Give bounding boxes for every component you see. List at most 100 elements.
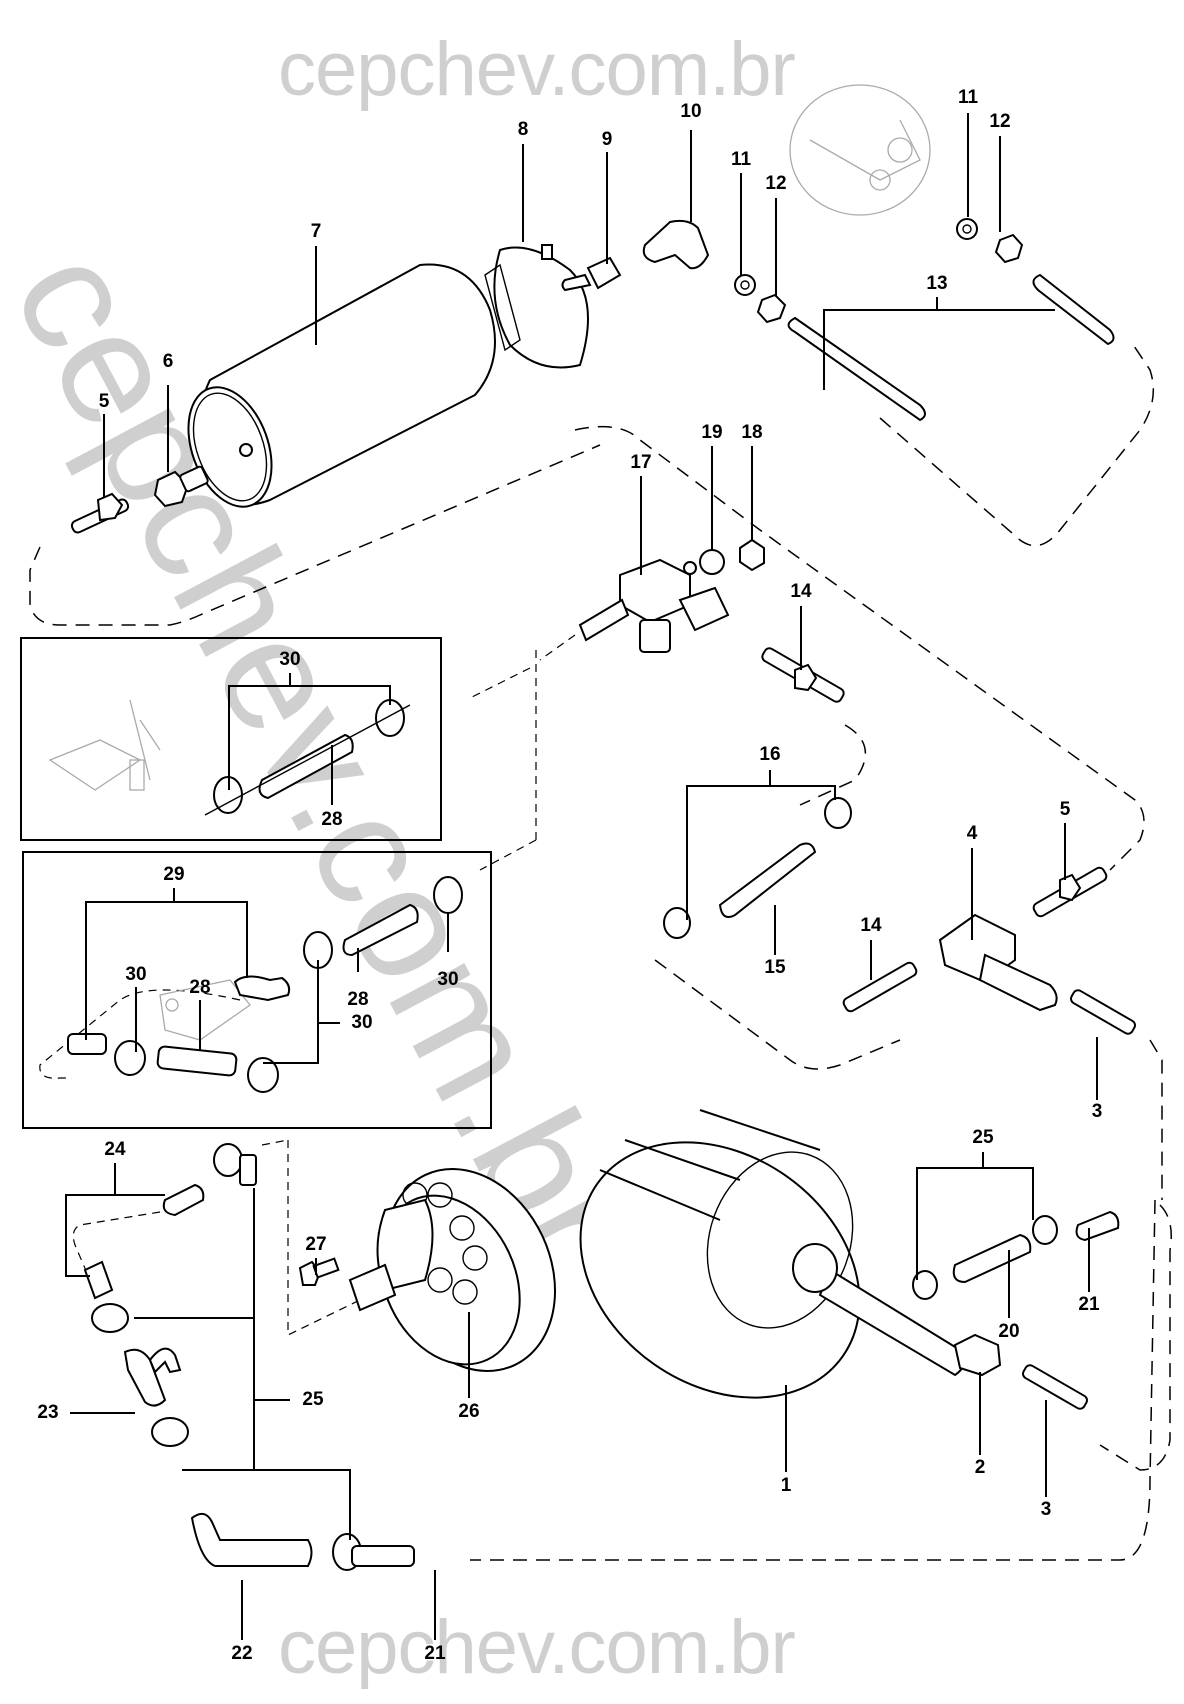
- callout-21: 21: [1078, 1294, 1100, 1315]
- callout-14: 14: [860, 915, 882, 936]
- callout-13: 13: [926, 273, 948, 294]
- callout-4: 4: [966, 823, 978, 844]
- callout-22: 22: [231, 1643, 253, 1664]
- part-12-nut[interactable]: [756, 293, 787, 324]
- axis-line: [204, 704, 411, 816]
- callout-30: 30: [351, 1012, 373, 1033]
- part-11-washer[interactable]: [956, 218, 978, 240]
- part-21-hose-bottom[interactable]: [351, 1545, 415, 1567]
- part-17-tee-fitting[interactable]: [578, 558, 730, 653]
- part-5-connector-right[interactable]: [1032, 866, 1108, 918]
- part-3-connector-upper[interactable]: [1069, 988, 1137, 1035]
- part-28-hose[interactable]: [156, 1045, 238, 1077]
- part-18-nut[interactable]: [739, 538, 765, 572]
- callout-30: 30: [279, 649, 301, 670]
- part-14-connector-lower[interactable]: [842, 961, 918, 1013]
- route-15-4: [654, 959, 901, 1070]
- callout-28: 28: [347, 989, 369, 1010]
- callout-9: 9: [601, 129, 613, 150]
- callout-2: 2: [974, 1457, 986, 1478]
- callout-21: 21: [424, 1643, 446, 1664]
- part-25-clamp-mid[interactable]: [91, 1303, 362, 1571]
- part-10-elbow[interactable]: [642, 219, 710, 270]
- callout-7: 7: [310, 221, 322, 242]
- part-26-vacuum-pump[interactable]: [348, 1141, 587, 1399]
- part-30-clamp[interactable]: [375, 699, 405, 737]
- part-7-vacuum-reservoir[interactable]: [173, 263, 496, 519]
- callout-12: 12: [765, 173, 787, 194]
- route-13-loop: [879, 339, 1155, 547]
- callout-6: 6: [162, 351, 174, 372]
- part-22-elbow-hose[interactable]: [190, 1512, 313, 1567]
- route-21-3: [1099, 1204, 1172, 1471]
- part-8-bracket[interactable]: [484, 244, 589, 369]
- callout-18: 18: [741, 422, 763, 443]
- route-3-right: [1149, 1039, 1163, 1200]
- callout-16: 16: [759, 744, 781, 765]
- part-5-connector[interactable]: [70, 492, 130, 534]
- part-12-nut[interactable]: [994, 233, 1024, 264]
- part-11-washer[interactable]: [734, 274, 756, 296]
- leader-lines: [65, 113, 1098, 1640]
- part-19-washer[interactable]: [699, 549, 725, 575]
- callout-11: 11: [730, 149, 752, 170]
- callout-14: 14: [790, 581, 812, 602]
- callout-23: 23: [37, 1402, 59, 1423]
- callout-19: 19: [701, 422, 723, 443]
- part-30-clamp[interactable]: [433, 876, 463, 914]
- part-4-tee-fitting[interactable]: [938, 913, 1058, 1012]
- callout-25: 25: [302, 1389, 324, 1410]
- inset-lower-parts: [67, 876, 463, 1093]
- route-5-left: [29, 444, 601, 626]
- part-9-union[interactable]: [561, 256, 622, 292]
- washer-hole: [962, 224, 972, 234]
- callout-30: 30: [125, 964, 147, 985]
- part-30-clamp[interactable]: [247, 1057, 279, 1093]
- callout-24: 24: [104, 1139, 126, 1160]
- part-14-connector[interactable]: [761, 646, 846, 703]
- part-6-adapter[interactable]: [153, 465, 209, 508]
- part-25-clamp[interactable]: [912, 1215, 1058, 1300]
- callout-25: 25: [972, 1127, 994, 1148]
- route-24: [72, 1211, 161, 1281]
- part-27-bolt[interactable]: [298, 1257, 340, 1286]
- part-30-clamp[interactable]: [114, 1040, 146, 1076]
- part-24-hose[interactable]: [83, 1183, 205, 1300]
- callout-20: 20: [998, 1321, 1020, 1342]
- callout-5: 5: [98, 391, 110, 412]
- part-13-hose[interactable]: [787, 273, 1115, 422]
- route-inset-lower: [479, 839, 537, 871]
- callout-12: 12: [989, 111, 1011, 132]
- callout-1: 1: [780, 1475, 792, 1496]
- part-16-clamp[interactable]: [663, 797, 852, 939]
- part-28-hose[interactable]: [342, 903, 419, 957]
- callout-8: 8: [517, 119, 529, 140]
- inset-box-upper: [20, 637, 442, 841]
- part-23-tee-connector[interactable]: [123, 1347, 182, 1407]
- callout-27: 27: [305, 1234, 327, 1255]
- part-29-hose[interactable]: [233, 975, 291, 1002]
- callout-3: 3: [1040, 1499, 1052, 1520]
- route-29: [39, 989, 241, 1079]
- callout-29: 29: [163, 864, 185, 885]
- callout-11: 11: [957, 87, 979, 108]
- callout-10: 10: [680, 101, 702, 122]
- context-drawing-speedometer: [789, 84, 931, 216]
- callout-5: 5: [1059, 799, 1071, 820]
- inset-box-lower: [22, 851, 492, 1129]
- route-17-right: [574, 425, 1145, 871]
- route-26-top: [261, 1139, 289, 1146]
- routing-paths: [29, 339, 1172, 1561]
- part-28-hose[interactable]: [258, 733, 354, 800]
- washer-hole: [740, 280, 750, 290]
- part-15-hose[interactable]: [718, 842, 817, 918]
- part-20-hose[interactable]: [952, 1233, 1032, 1284]
- part-21-hose-right[interactable]: [1075, 1210, 1120, 1242]
- part-25-clamp-top[interactable]: [213, 1143, 257, 1186]
- part-3-connector-lower[interactable]: [1021, 1363, 1089, 1410]
- part-2-adapter[interactable]: [953, 1333, 1002, 1377]
- part-1-vacuum-booster[interactable]: [531, 1090, 965, 1450]
- inset-upper-parts: [204, 699, 411, 816]
- route-14-16: [799, 724, 867, 806]
